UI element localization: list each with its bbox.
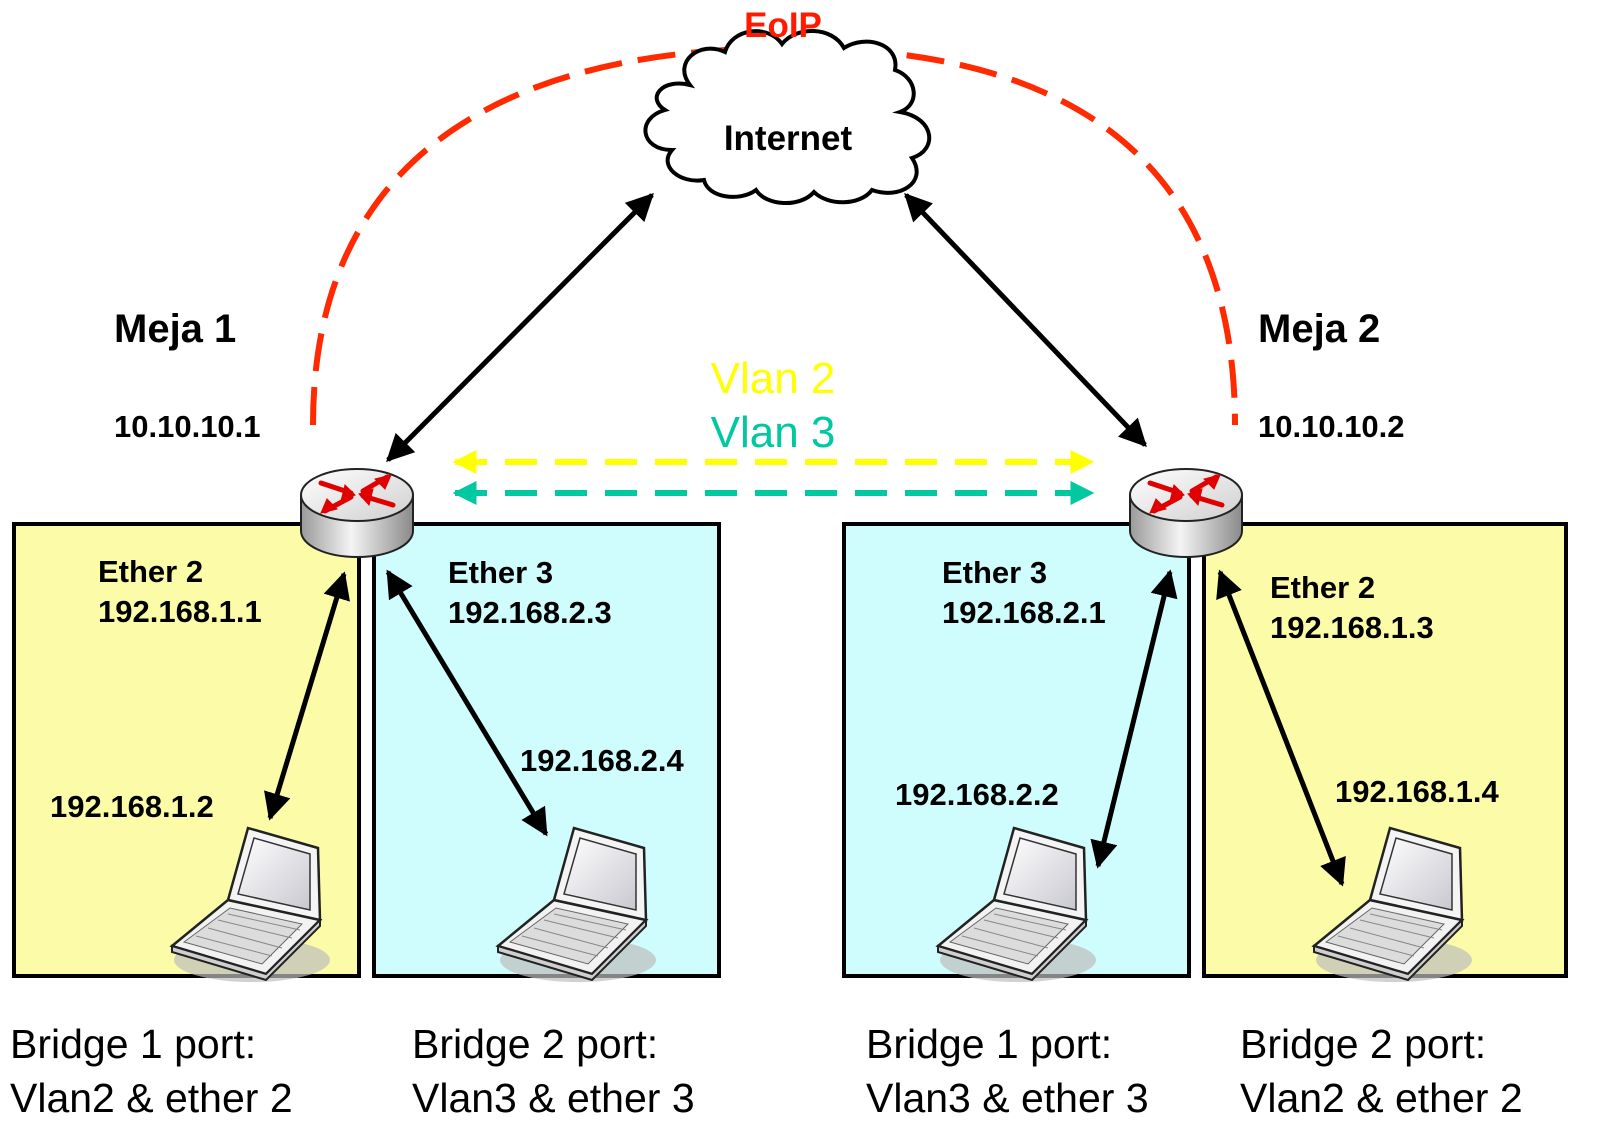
- vlan2-label: Vlan 2: [711, 354, 836, 403]
- zone3-iface-ip: 192.168.2.1: [942, 595, 1106, 630]
- lan-link-1: [264, 571, 350, 821]
- zone4-iface-ip: 192.168.1.3: [1270, 610, 1434, 645]
- wan-link-meja2: [904, 193, 1147, 447]
- eoip-label: EoIP: [744, 6, 822, 45]
- zone3-client-ip: 192.168.2.2: [895, 777, 1059, 812]
- zone4-iface: Ether 2: [1270, 570, 1375, 605]
- zone3-iface: Ether 3: [942, 555, 1047, 590]
- zone2-iface: Ether 3: [448, 555, 553, 590]
- meja1-ip: 10.10.10.1: [114, 409, 261, 444]
- lan-link-3: [1090, 569, 1178, 869]
- meja2-title: Meja 2: [1258, 307, 1380, 351]
- zone2-client-ip: 192.168.2.4: [520, 743, 685, 778]
- zone1-iface-ip: 192.168.1.1: [98, 594, 262, 629]
- cloud-icon: [643, 29, 932, 206]
- zone2-iface-ip: 192.168.2.3: [448, 595, 612, 630]
- router-icon: [301, 469, 413, 557]
- zone3-bridge: Bridge 1 port:: [866, 1021, 1112, 1067]
- router-icon: [1130, 469, 1242, 557]
- lan-link-2: [385, 569, 549, 837]
- zone1-client-ip: 192.168.1.2: [50, 789, 214, 824]
- zone2-bridge: Bridge 2 port:: [412, 1021, 658, 1067]
- vlan3-label: Vlan 3: [711, 408, 836, 457]
- internet-label: Internet: [724, 119, 853, 158]
- meja2-ip: 10.10.10.2: [1258, 409, 1405, 444]
- wan-link-meja1: [386, 193, 654, 462]
- eoip-tunnel-arc: [310, 44, 1238, 426]
- zone2-ports: Vlan3 & ether 3: [412, 1075, 695, 1121]
- zone4-client-ip: 192.168.1.4: [1335, 774, 1500, 809]
- meja1-title: Meja 1: [114, 307, 236, 351]
- zone1-iface: Ether 2: [98, 554, 203, 589]
- zone1-bridge: Bridge 1 port:: [10, 1021, 256, 1067]
- lan-link-4: [1216, 569, 1346, 887]
- zone4-bridge: Bridge 2 port:: [1240, 1021, 1486, 1067]
- zone4-ports: Vlan2 & ether 2: [1240, 1075, 1523, 1121]
- zone1-ports: Vlan2 & ether 2: [10, 1075, 293, 1121]
- zone3-ports: Vlan3 & ether 3: [866, 1075, 1149, 1121]
